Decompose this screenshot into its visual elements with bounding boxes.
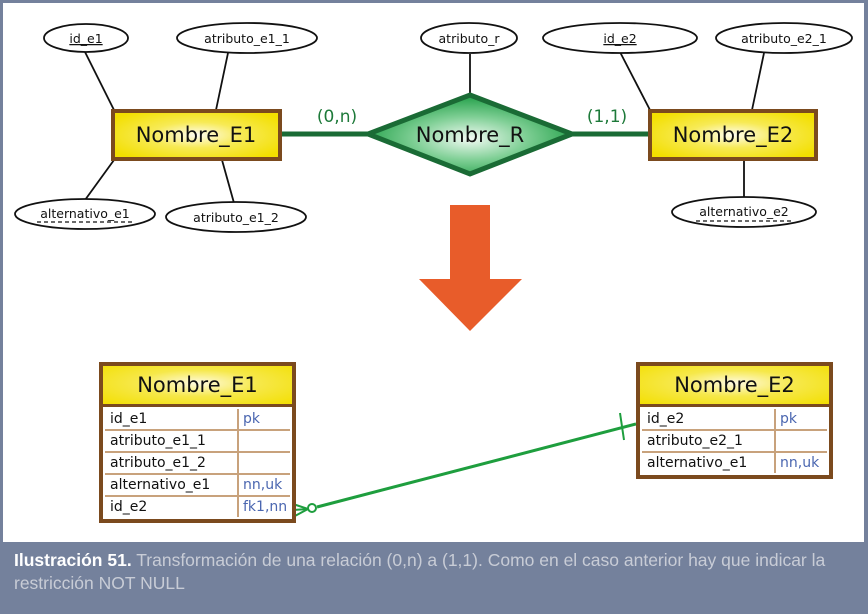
table-row[interactable]: atributo_e1_1	[105, 429, 290, 451]
relationship-nombre-r[interactable]: Nombre_R	[361, 92, 579, 177]
attr-label: alternativo_e2	[699, 204, 789, 219]
column-name: alternativo_e1	[105, 475, 239, 495]
attr-atributo-e1-2[interactable]: atributo_e1_2	[165, 201, 307, 233]
attr-label: atributo_r	[439, 31, 501, 46]
link-id-e2	[619, 51, 651, 111]
relationship-label: Nombre_R	[416, 123, 525, 148]
attr-alternativo-e1[interactable]: alternativo_e1	[14, 198, 156, 230]
column-name: id_e2	[105, 497, 239, 517]
attr-label: alternativo_e1	[40, 206, 130, 221]
link-id-e1	[84, 51, 115, 111]
entity-nombre-e2[interactable]: Nombre_E2	[648, 109, 818, 161]
column-name: atributo_e1_1	[105, 431, 239, 451]
column-flags	[239, 431, 290, 451]
attr-label: id_e2	[603, 31, 636, 46]
caption-lead: Ilustración 51.	[14, 550, 132, 570]
attr-id-e1[interactable]: id_e1	[43, 23, 129, 53]
attr-label: id_e1	[69, 31, 102, 46]
table-row[interactable]: atributo_e2_1	[642, 429, 827, 451]
er-diagram: id_e1 atributo_e1_1 alternativo_e1 atrib…	[14, 22, 853, 518]
column-name: id_e1	[105, 409, 239, 429]
cardinality-right: (1,1)	[587, 107, 627, 127]
column-flags: pk	[780, 411, 797, 427]
entity-label: Nombre_E2	[673, 123, 794, 148]
table-nombre-e2[interactable]: Nombre_E2 id_e2 pk atributo_e2_1 alterna…	[636, 362, 833, 479]
column-name: atributo_e2_1	[642, 431, 776, 451]
table-row[interactable]: id_e1 pk	[105, 409, 290, 429]
column-flags: pk	[243, 411, 260, 427]
table-row[interactable]: alternativo_e1 nn,uk	[105, 473, 290, 495]
link-atributo-e1-2	[221, 159, 235, 204]
column-flags	[239, 453, 290, 473]
column-flags: nn,uk	[243, 477, 283, 493]
caption-text: Transformación de una relación (0,n) a (…	[14, 550, 826, 593]
attr-label: atributo_e1_1	[204, 31, 290, 46]
table-rows: id_e2 pk atributo_e2_1 alternativo_e1 nn…	[640, 407, 829, 475]
entity-label: Nombre_E1	[136, 123, 257, 148]
table-title: Nombre_E1	[103, 366, 292, 407]
foreign-key-link	[292, 412, 637, 518]
column-name: alternativo_e1	[642, 453, 776, 473]
column-flags: nn,uk	[780, 455, 820, 471]
attr-alternativo-e2[interactable]: alternativo_e2	[671, 196, 817, 228]
table-row[interactable]: id_e2 pk	[642, 409, 827, 429]
link-alternativo-e1	[84, 159, 115, 201]
column-name: atributo_e1_2	[105, 453, 239, 473]
table-nombre-e1[interactable]: Nombre_E1 id_e1 pk atributo_e1_1 atribut…	[99, 362, 296, 523]
column-name: id_e2	[642, 409, 776, 429]
attr-label: atributo_e2_1	[741, 31, 827, 46]
table-row[interactable]: atributo_e1_2	[105, 451, 290, 473]
cardinality-left: (0,n)	[317, 107, 357, 127]
column-flags: fk1,nn	[243, 499, 288, 515]
table-row[interactable]: alternativo_e1 nn,uk	[642, 451, 827, 473]
figure-caption: Ilustración 51. Transformación de una re…	[14, 549, 864, 595]
attr-id-e2[interactable]: id_e2	[542, 22, 698, 54]
table-row[interactable]: id_e2 fk1,nn	[105, 495, 290, 517]
attr-label: atributo_e1_2	[193, 210, 279, 225]
attr-atributo-r[interactable]: atributo_r	[420, 22, 518, 54]
link-atributo-e1-1	[215, 52, 229, 111]
attr-atributo-e2-1[interactable]: atributo_e2_1	[715, 22, 853, 54]
table-title: Nombre_E2	[640, 366, 829, 407]
entity1-attribute-links	[84, 51, 765, 204]
entity-nombre-e1[interactable]: Nombre_E1	[111, 109, 282, 161]
link-atributo-e2-1	[751, 52, 765, 111]
table-rows: id_e1 pk atributo_e1_1 atributo_e1_2 alt…	[103, 407, 292, 519]
diagram-canvas: id_e1 atributo_e1_1 alternativo_e1 atrib…	[3, 3, 864, 542]
attr-atributo-e1-1[interactable]: atributo_e1_1	[176, 22, 318, 54]
column-flags	[776, 431, 827, 451]
arrow-down-icon	[419, 205, 522, 331]
